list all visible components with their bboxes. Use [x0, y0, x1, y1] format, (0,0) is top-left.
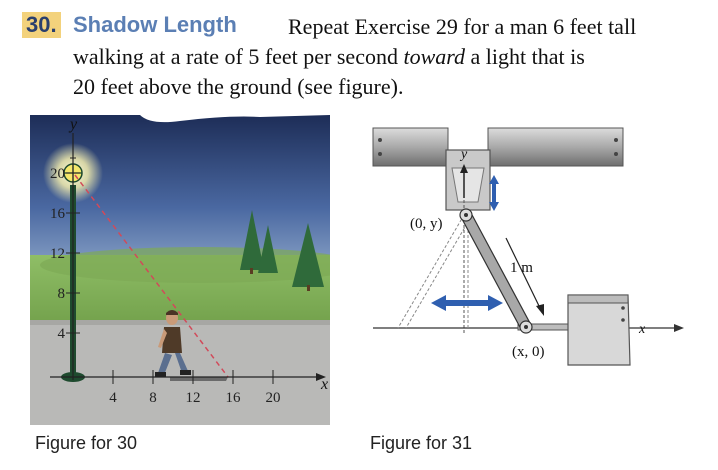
y-tick-20: 20: [50, 166, 65, 182]
y-tick-12: 12: [50, 246, 65, 262]
y-tick-4: 4: [58, 326, 66, 342]
x-axis-label: x: [638, 322, 646, 337]
right-block: [567, 294, 631, 366]
exercise-text-line-2: walking at a rate of 5 feet per second t…: [73, 44, 585, 69]
x-tick-12: 12: [186, 390, 201, 406]
y-tick-8: 8: [58, 286, 66, 302]
figure-31-caption: Figure for 31: [370, 433, 473, 453]
figure-31: y x (0, y) (x, 0) 1 m: [372, 127, 684, 366]
shadow: [170, 377, 228, 381]
y-axis-label: y: [68, 116, 78, 133]
top-beam-left: [372, 127, 449, 167]
y-tick-16: 16: [50, 206, 66, 222]
figure-30: y x 20 16 12 8 4 4 8 12 16 20: [30, 115, 330, 425]
x-axis-label: x: [320, 376, 328, 393]
top-beam-right: [487, 127, 624, 167]
x-tick-8: 8: [149, 390, 157, 406]
vertical-motion-arrow: [489, 175, 499, 211]
tree-icon: [240, 210, 324, 291]
x-tick-20: 20: [266, 390, 281, 406]
exercise-text-line-1: Repeat Exercise 29 for a man 6 feet tall: [288, 14, 637, 39]
y-axis-label: y: [459, 147, 468, 162]
exercise-title: Shadow Length: [73, 12, 237, 37]
walking-man-icon: [155, 310, 191, 377]
x-tick-4: 4: [109, 390, 117, 406]
point-bottom-label: (x, 0): [512, 344, 545, 360]
light-ray-dashed: [74, 174, 229, 378]
exercise-text-line-3: 20 feet above the ground (see figure).: [73, 74, 404, 99]
exercise-number: 30.: [22, 12, 61, 38]
x-tick-16: 16: [226, 390, 242, 406]
rod-length-label: 1 m: [510, 260, 533, 276]
point-top-label: (0, y): [410, 216, 443, 232]
figure-30-caption: Figure for 30: [35, 433, 138, 453]
horizontal-motion-arrow: [431, 295, 503, 311]
